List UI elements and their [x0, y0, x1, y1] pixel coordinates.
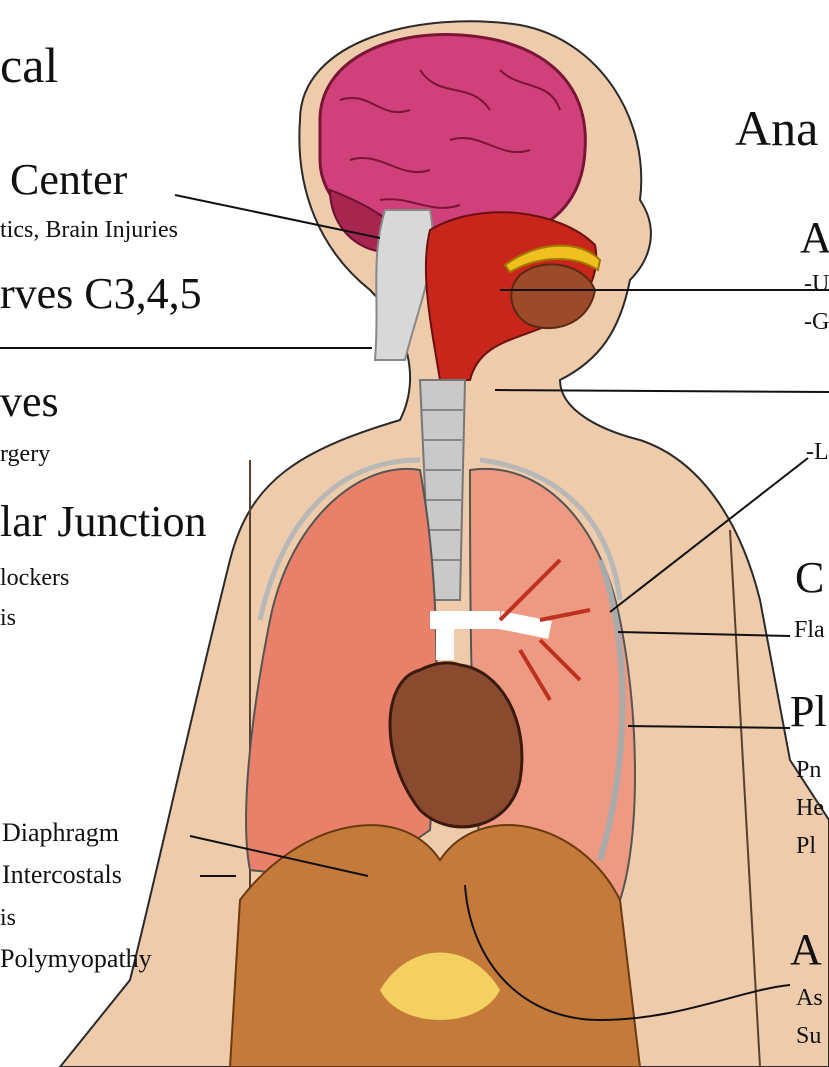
- left-title-fragment: cal: [0, 40, 58, 90]
- muscle-cause-1: is: [0, 906, 16, 930]
- airway-item-1: -U: [804, 272, 829, 296]
- right-title-fragment: Ana: [735, 103, 818, 153]
- nerves-causes: rgery: [0, 442, 50, 466]
- chest-wall-heading: C: [795, 556, 824, 600]
- airway-item-2: -G: [804, 310, 829, 334]
- pleura-item-2: He: [796, 796, 824, 820]
- airway-item-3: -L: [806, 440, 829, 464]
- nmj-cause-2: is: [0, 606, 16, 630]
- abdomen-heading: A: [790, 928, 822, 972]
- neuromuscular-junction-label: lar Junction: [0, 500, 207, 544]
- airway-heading: A: [800, 216, 829, 260]
- abdomen-item-2: Su: [796, 1024, 821, 1048]
- respiratory-center-label: Center: [10, 158, 127, 202]
- diaphragm-label: Diaphragm: [2, 820, 119, 846]
- nmj-cause-1: lockers: [0, 566, 69, 590]
- respiratory-center-causes: tics, Brain Injuries: [0, 218, 178, 242]
- chest-wall-item: Fla: [794, 618, 825, 642]
- diaphragm: [230, 825, 640, 1067]
- pleura-heading: Pl: [790, 690, 827, 734]
- phrenic-nerves-label: rves C3,4,5: [0, 272, 202, 316]
- pleura-item-1: Pn: [796, 758, 821, 782]
- nerves-label: ves: [0, 380, 59, 424]
- pleura-item-3: Pl: [796, 834, 816, 858]
- intercostals-label: Intercostals: [2, 862, 122, 888]
- muscle-cause-2: Polymyopathy: [0, 946, 152, 972]
- abdomen-item-1: As: [796, 986, 823, 1010]
